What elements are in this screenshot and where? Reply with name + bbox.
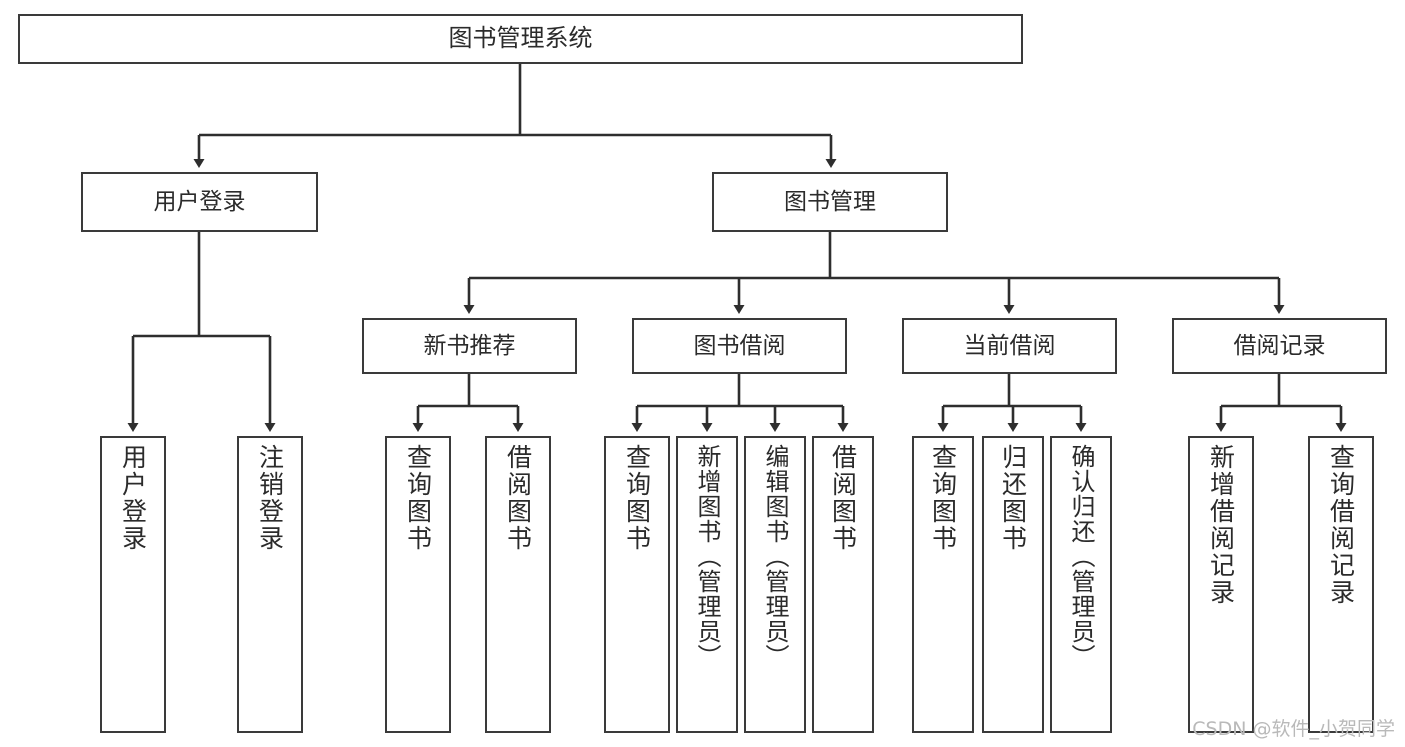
node-leaf-query-book-3-label: 查询图书 [928, 444, 958, 552]
watermark: CSDN @软件_小贺同学 [1192, 718, 1395, 740]
node-leaf-add-record-label: 新增借阅记录 [1206, 444, 1236, 606]
node-leaf-query-book-2-label: 查询图书 [622, 444, 652, 552]
node-leaf-user-login[interactable]: 用户登录 [100, 436, 166, 733]
node-root-label: 图书管理系统 [448, 24, 593, 53]
node-leaf-edit-book-label: 编辑图书（管理员） [761, 444, 789, 669]
node-leaf-user-login-label: 用户登录 [118, 444, 148, 552]
node-leaf-borrow-book-1-label: 借阅图书 [503, 444, 533, 552]
node-leaf-logout-label: 注销登录 [255, 444, 285, 552]
node-borrow-record-label: 借阅记录 [1233, 332, 1326, 359]
node-book-borrow-label: 图书借阅 [693, 332, 786, 359]
node-leaf-query-book-1[interactable]: 查询图书 [385, 436, 451, 733]
node-leaf-add-book[interactable]: 新增图书（管理员） [676, 436, 738, 733]
node-current-borrow-label: 当前借阅 [963, 332, 1056, 359]
node-leaf-add-record[interactable]: 新增借阅记录 [1188, 436, 1254, 733]
node-leaf-borrow-book-2[interactable]: 借阅图书 [812, 436, 874, 733]
node-new-book-rec[interactable]: 新书推荐 [362, 318, 577, 374]
node-current-borrow[interactable]: 当前借阅 [902, 318, 1117, 374]
node-user-login-label: 用户登录 [153, 188, 246, 215]
node-leaf-confirm-return-label: 确认归还（管理员） [1067, 444, 1095, 669]
node-leaf-return-book-label: 归还图书 [998, 444, 1028, 552]
node-leaf-logout[interactable]: 注销登录 [237, 436, 303, 733]
node-leaf-query-book-1-label: 查询图书 [403, 444, 433, 552]
node-leaf-add-book-label: 新增图书（管理员） [693, 444, 721, 669]
node-leaf-confirm-return[interactable]: 确认归还（管理员） [1050, 436, 1112, 733]
node-user-login[interactable]: 用户登录 [81, 172, 318, 232]
node-leaf-query-record-label: 查询借阅记录 [1326, 444, 1356, 606]
node-leaf-edit-book[interactable]: 编辑图书（管理员） [744, 436, 806, 733]
node-new-book-rec-label: 新书推荐 [423, 332, 516, 359]
node-book-manage-label: 图书管理 [784, 188, 876, 215]
node-leaf-query-book-3[interactable]: 查询图书 [912, 436, 974, 733]
node-leaf-query-record[interactable]: 查询借阅记录 [1308, 436, 1374, 733]
node-root[interactable]: 图书管理系统 [18, 14, 1023, 64]
node-leaf-borrow-book-1[interactable]: 借阅图书 [485, 436, 551, 733]
node-book-manage[interactable]: 图书管理 [712, 172, 948, 232]
node-leaf-return-book[interactable]: 归还图书 [982, 436, 1044, 733]
node-leaf-borrow-book-2-label: 借阅图书 [828, 444, 858, 552]
node-leaf-query-book-2[interactable]: 查询图书 [604, 436, 670, 733]
node-book-borrow[interactable]: 图书借阅 [632, 318, 847, 374]
node-borrow-record[interactable]: 借阅记录 [1172, 318, 1387, 374]
